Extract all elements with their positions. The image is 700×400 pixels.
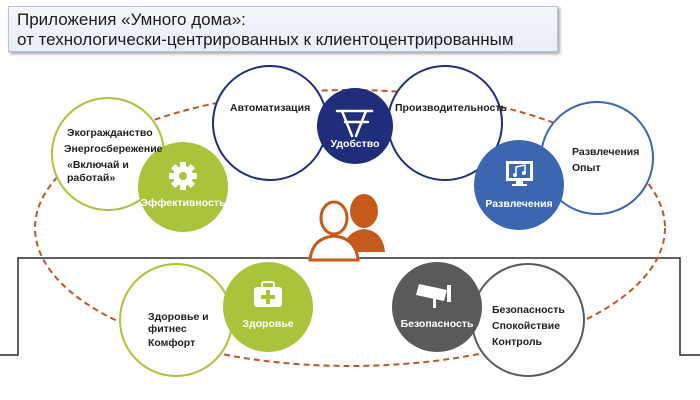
security-label: Безопасность bbox=[400, 318, 474, 330]
health-item-1: Здоровье и bbox=[148, 311, 209, 323]
security-node bbox=[392, 262, 482, 352]
monitor-music-icon bbox=[506, 161, 533, 186]
efficiency-label: Эффективность bbox=[140, 197, 226, 209]
security-camera-icon bbox=[416, 284, 451, 308]
convenience-label: Удобство bbox=[330, 138, 380, 150]
health-item-3: Комфорт bbox=[148, 337, 196, 349]
entertainment-label: Развлечения bbox=[485, 198, 553, 210]
title-line-2: от технологически-центрированных к клиен… bbox=[17, 30, 514, 49]
automation-outline-circle bbox=[212, 65, 328, 181]
people-icon bbox=[308, 194, 385, 262]
entertainment-item-1: Развлечения bbox=[572, 146, 640, 158]
efficiency-item-1: Экогражданство bbox=[67, 127, 153, 139]
automation-text: Автоматизация bbox=[230, 102, 311, 114]
entertainment-item-2: Опыт bbox=[572, 162, 601, 174]
productivity-text: Производительность bbox=[395, 102, 507, 114]
baseline-step-line bbox=[0, 257, 700, 356]
security-item-2: Спокойствие bbox=[492, 320, 561, 332]
dashed-orbit bbox=[34, 89, 666, 367]
title-line-1: Приложения «Умного дома»: bbox=[17, 10, 246, 29]
first-aid-kit-icon bbox=[254, 281, 282, 307]
health-label: Здоровье bbox=[242, 318, 294, 330]
security-item-1: Безопасность bbox=[492, 304, 565, 316]
health-item-2: фитнес bbox=[148, 323, 187, 335]
convenience-node bbox=[317, 88, 393, 164]
deckchair-icon bbox=[335, 109, 374, 138]
security-item-3: Контроль bbox=[492, 336, 542, 348]
gear-icon bbox=[169, 162, 197, 190]
efficiency-item-2: Энергосбережение bbox=[64, 143, 163, 155]
title-box: Приложения «Умного дома»: от технологиче… bbox=[8, 6, 558, 52]
efficiency-item-3: «Включай и bbox=[67, 159, 129, 171]
efficiency-item-4: работай» bbox=[67, 172, 116, 184]
